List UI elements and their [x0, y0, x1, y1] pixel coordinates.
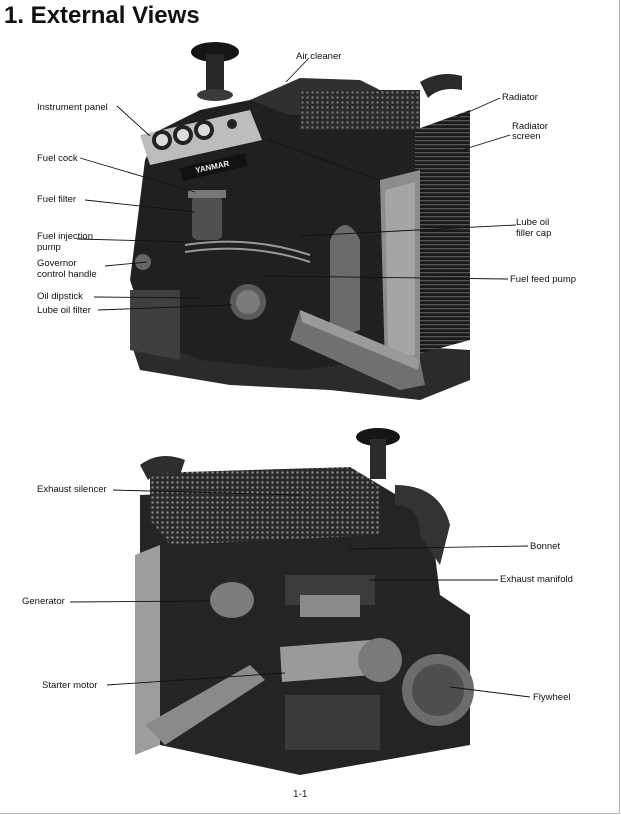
label-radiator-screen-line2: screen [512, 131, 541, 142]
label-governor-line1: Governor [37, 258, 77, 269]
label-fuel-filter: Fuel filter [37, 194, 77, 205]
label-bonnet: Bonnet [530, 541, 561, 552]
label-exhaust-manifold: Exhaust manifold [500, 574, 573, 585]
label-air-cleaner: Air cleaner [296, 51, 342, 62]
page-title: 1. External Views [4, 2, 200, 29]
engine-view-top: YANMAR [0, 40, 621, 420]
label-flywheel: Flywheel [533, 692, 571, 703]
page-number: 1-1 [293, 789, 308, 800]
label-fuel-cock: Fuel cock [37, 153, 78, 164]
label-starter-motor: Starter motor [42, 680, 98, 691]
label-instrument-panel: Instrument panel [37, 102, 108, 113]
label-oil-dipstick: Oil dipstick [37, 291, 83, 302]
engine-photo-top: YANMAR [76, 42, 517, 400]
label-radiator-screen-line1: Radiator [512, 121, 548, 132]
label-exhaust-silencer: Exhaust silencer [37, 484, 107, 495]
engine-view-bottom: Exhaust silencer Bonnet Exhaust manifold… [0, 425, 621, 785]
label-radiator: Radiator [502, 92, 538, 103]
label-lube-oil-filler-cap-line2: filler cap [516, 228, 552, 239]
label-lube-oil-filter: Lube oil filter [37, 305, 91, 316]
label-fuel-injection-pump-line2: pump [37, 242, 61, 253]
label-generator: Generator [22, 596, 65, 607]
engine-photo-bottom [69, 428, 531, 775]
label-governor-line2: control handle [37, 269, 97, 280]
label-lube-oil-filler-cap-line1: Lube oil [516, 217, 550, 228]
label-fuel-injection-pump-line1: Fuel injection [37, 231, 93, 242]
label-fuel-feed-pump: Fuel feed pump [510, 274, 577, 285]
